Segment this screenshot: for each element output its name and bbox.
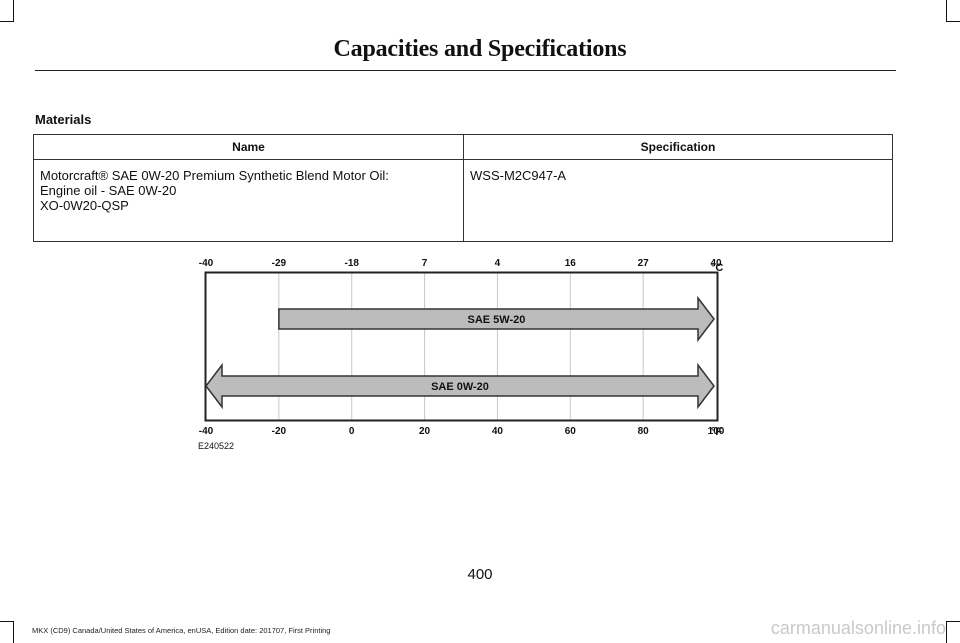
- crop-mark: [946, 21, 960, 22]
- series-label: SAE 0W-20: [431, 381, 489, 393]
- tick-label-celsius: 7: [422, 258, 428, 269]
- crop-mark: [0, 21, 14, 22]
- cell-name-line: XO-0W20-QSP: [40, 198, 129, 213]
- series-arrow: [205, 362, 715, 410]
- tick-label-fahrenheit: 40: [492, 426, 504, 437]
- footer-edition-text: MKX (CD9) Canada/United States of Americ…: [32, 626, 331, 635]
- crop-mark: [946, 621, 947, 643]
- unit-label-fahrenheit: °F: [711, 426, 722, 438]
- crop-mark: [13, 621, 14, 643]
- crop-mark: [946, 0, 947, 22]
- column-header-name: Name: [33, 134, 464, 160]
- figure-id: E240522: [198, 441, 234, 451]
- crop-mark: [13, 0, 14, 22]
- unit-label-celsius: °C: [711, 262, 723, 274]
- series-arrow: [278, 295, 715, 343]
- cell-name-line: Motorcraft® SAE 0W-20 Premium Synthetic …: [40, 168, 389, 183]
- crop-mark: [946, 621, 960, 622]
- watermark: carmanualsonline.info: [770, 618, 946, 638]
- page-number: 400: [467, 566, 493, 583]
- tick-label-fahrenheit: 0: [349, 426, 355, 437]
- tick-label-fahrenheit: 100: [708, 426, 725, 437]
- tick-label-celsius: 16: [565, 258, 577, 269]
- tick-label-celsius: 27: [638, 258, 650, 269]
- cell-name-line: Engine oil - SAE 0W-20: [40, 183, 177, 198]
- tick-label-celsius: -18: [344, 258, 359, 269]
- materials-table: Name Specification Motorcraft® SAE 0W-20…: [33, 134, 893, 242]
- tick-label-celsius: -29: [272, 258, 287, 269]
- title-divider: [35, 70, 896, 71]
- table-header-row: Name Specification: [33, 134, 893, 160]
- tick-label-fahrenheit: 20: [419, 426, 431, 437]
- page-title: Capacities and Specifications: [333, 36, 627, 62]
- tick-label-fahrenheit: 60: [565, 426, 577, 437]
- chart-grid: [278, 273, 644, 420]
- chart-labels: -40 -40 -29 -20 -18 0 7 20 4 40 16 60 27 80 40 100 °C °F E…: [198, 258, 725, 451]
- tick-label-fahrenheit: -20: [272, 426, 287, 437]
- cell-specification: WSS-M2C947-A: [463, 159, 893, 242]
- tick-label-celsius: 4: [495, 258, 501, 269]
- series-label: SAE 5W-20: [467, 314, 525, 326]
- tick-label-fahrenheit: 80: [638, 426, 650, 437]
- crop-mark: [0, 621, 14, 622]
- section-heading: Materials: [35, 112, 92, 127]
- column-header-specification: Specification: [463, 134, 893, 160]
- viscosity-temperature-chart: -40 -40 -29 -20 -18 0 7 20 4 40 16 60 27 80 40 100 °C °F E…: [198, 258, 725, 451]
- table-row: Motorcraft® SAE 0W-20 Premium Synthetic …: [33, 159, 893, 242]
- tick-label-celsius: -40: [199, 258, 214, 269]
- chart-frame: [204, 271, 719, 422]
- chart-arrows: [205, 295, 715, 410]
- cell-name: Motorcraft® SAE 0W-20 Premium Synthetic …: [33, 159, 464, 242]
- tick-label-fahrenheit: -40: [199, 426, 214, 437]
- tick-label-celsius: 40: [710, 258, 722, 269]
